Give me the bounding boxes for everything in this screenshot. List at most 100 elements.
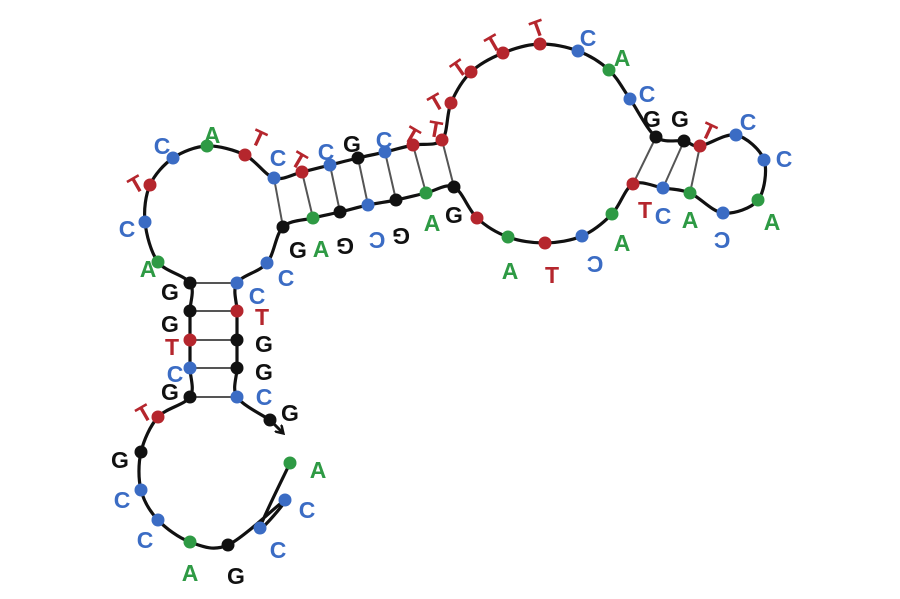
base-label: C [249, 283, 266, 309]
nucleotide-node-g [389, 193, 403, 207]
nucleotide-node-c [138, 215, 152, 229]
base-label: A [682, 207, 699, 233]
base-label: C [167, 361, 184, 387]
nucleotide-node-c [230, 390, 244, 404]
nucleotide-node-a [151, 255, 165, 269]
base-label: A [313, 236, 330, 262]
nucleotide-node-a [602, 63, 616, 77]
nucleotide-node-g [183, 390, 197, 404]
base-label: C [318, 139, 335, 165]
nucleotide-node-g [230, 333, 244, 347]
base-label: T [426, 115, 444, 143]
base-label: G [671, 106, 689, 132]
nucleotide-node-c [267, 171, 281, 185]
nucleotide-node-c [323, 158, 337, 172]
nucleotide-node-t [143, 178, 157, 192]
base-label: C [376, 127, 393, 153]
base-label: T [638, 197, 652, 223]
nucleotide-node-g [221, 538, 235, 552]
nucleotide-node-a [605, 207, 619, 221]
nucleotide-node-a [751, 193, 765, 207]
nucleotide-node-c [571, 44, 585, 58]
base-pair-line [689, 145, 701, 194]
nucleotide-node-t [464, 65, 478, 79]
nucleotide-node-c [134, 483, 148, 497]
base-label: A [310, 457, 327, 483]
base-label: T [697, 117, 721, 147]
nucleotide-node-c [183, 361, 197, 375]
nucleotide-node-t [538, 236, 552, 250]
nucleotide-node-c [656, 181, 670, 195]
nucleotide-node-t [444, 96, 458, 110]
nucleotide-node-a [183, 535, 197, 549]
base-label: A [424, 210, 441, 236]
base-label: G [445, 202, 463, 228]
base-label: G [289, 237, 307, 263]
base-label: C [639, 81, 656, 107]
nucleotide-node-t [183, 333, 197, 347]
base-label: T [247, 124, 271, 154]
base-label: C [587, 251, 604, 277]
nucleotide-node-g [276, 220, 290, 234]
nucleotide-node-c [361, 198, 375, 212]
base-label: G [111, 447, 129, 473]
base-label: G [161, 279, 179, 305]
nucleotide-node-t [230, 304, 244, 318]
base-label: C [270, 537, 287, 563]
base-label: T [545, 262, 559, 288]
base-label: C [655, 203, 672, 229]
nucleotide-node-g [677, 134, 691, 148]
base-label: T [255, 304, 269, 330]
nucleotide-node-a [683, 186, 697, 200]
base-pair-line [412, 144, 427, 194]
base-label: T [165, 334, 179, 360]
nucleotide-node-c [166, 151, 180, 165]
base-pair-lines [190, 136, 701, 398]
base-label: C [278, 265, 295, 291]
base-label: C [114, 487, 131, 513]
base-label: G [343, 131, 361, 157]
base-pair-line [384, 151, 397, 201]
base-label: C [776, 146, 793, 172]
nucleotide-node-t [693, 139, 707, 153]
nucleotide-node-a [200, 139, 214, 153]
base-label: C [256, 384, 273, 410]
nucleotide-node-c [230, 276, 244, 290]
nucleotide-node-c [575, 229, 589, 243]
base-pair-line [357, 157, 369, 206]
nucleotide-node-g [333, 205, 347, 219]
base-label: C [740, 109, 757, 135]
base-label: C [137, 527, 154, 553]
base-label: C [270, 145, 287, 171]
nucleotide-node-c [623, 92, 637, 106]
base-label: G [643, 106, 661, 132]
base-pair-line [662, 140, 685, 189]
base-label: A [614, 45, 631, 71]
nucleotide-node-c [716, 206, 730, 220]
nucleotide-node-c [260, 256, 274, 270]
nucleotides [134, 37, 771, 552]
nucleotide-node-c [757, 153, 771, 167]
base-label: G [161, 311, 179, 337]
base-pair-line [301, 171, 314, 219]
nucleotide-node-t [406, 138, 420, 152]
base-label: G [336, 233, 354, 259]
nucleotide-node-g [447, 180, 461, 194]
base-label: G [255, 359, 273, 385]
nucleotide-node-t [626, 177, 640, 191]
nucleotide-node-a [283, 456, 297, 470]
base-label: A [140, 256, 157, 282]
base-pair-line [329, 164, 341, 213]
nucleotide-node-g [649, 130, 663, 144]
base-label: A [614, 230, 631, 256]
nucleotide-node-g [230, 361, 244, 375]
nucleotide-node-c [253, 521, 267, 535]
base-label: C [299, 497, 316, 523]
nucleotide-node-c [378, 145, 392, 159]
base-label: C [580, 25, 597, 51]
base-label: G [392, 223, 410, 249]
base-label: A [502, 258, 519, 284]
nucleotide-node-t [238, 148, 252, 162]
